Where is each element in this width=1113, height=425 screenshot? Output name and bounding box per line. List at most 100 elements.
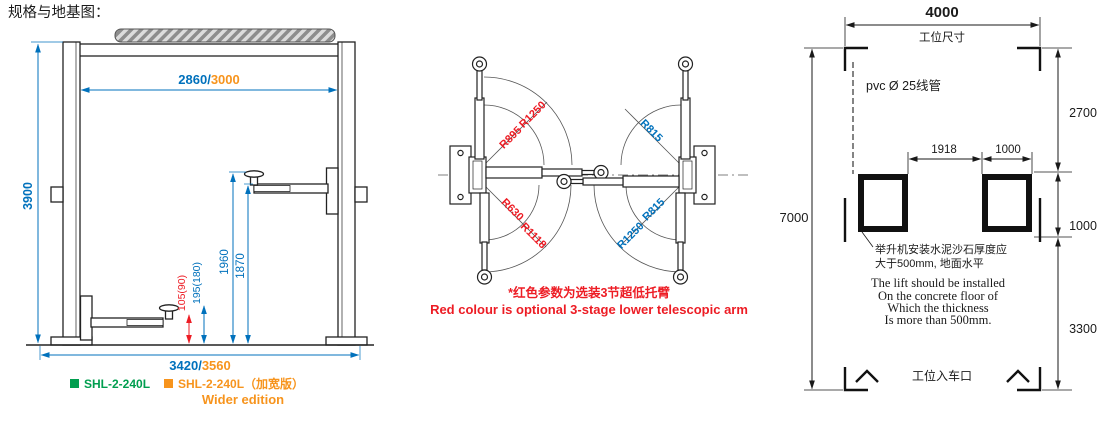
right-arm-inner xyxy=(253,185,291,192)
dim-inner-width-wide: 3000 xyxy=(211,72,240,87)
left-horizontal-arm-outer xyxy=(485,166,543,179)
left-lower-arm-pad-center xyxy=(480,273,489,281)
corner-bottom-left xyxy=(843,367,868,392)
page-title: 规格与地基图： xyxy=(8,4,110,21)
left-column-bolt-bottom xyxy=(457,193,464,201)
right-horizontal-arm-mid xyxy=(582,177,624,186)
left-carriage xyxy=(79,295,93,341)
right-safety-release xyxy=(354,186,368,203)
dim-1000-top-value: 1000 xyxy=(995,144,1021,156)
right-base-plate xyxy=(325,336,368,346)
left-upper-arm-pad-center xyxy=(475,60,484,68)
left-anchor-plate xyxy=(858,174,908,232)
dim-slash: / xyxy=(198,358,202,373)
left-arm-inner xyxy=(126,319,164,326)
right-post xyxy=(337,41,356,346)
dim-3300-value: 3300 xyxy=(1069,322,1097,336)
left-safety-release xyxy=(50,186,64,203)
legend-wide-swatch xyxy=(164,379,173,388)
concrete-note-en-line4: Is more than 500mm. xyxy=(885,313,992,327)
radius-line-upper-right xyxy=(624,108,682,166)
left-column-post-inner xyxy=(472,160,483,190)
right-horizontal-arm-pad-center xyxy=(560,177,568,186)
right-lower-arm-pad-center xyxy=(676,273,685,281)
dim-2700-value: 2700 xyxy=(1069,106,1097,120)
optional-arm-note-cn: *红色参数为选装3节超低托臂 xyxy=(508,285,670,300)
legend-wide-label: SHL-2-240L（加宽版） xyxy=(178,376,304,391)
legend-standard-swatch xyxy=(70,379,79,388)
front-view-dimension-lines xyxy=(31,41,361,360)
right-column-bolt-top xyxy=(701,149,708,157)
station-size-label: 工位尺寸 xyxy=(919,30,965,44)
dim-base-width-standard: 3420 xyxy=(169,358,198,373)
left-arm-pad xyxy=(158,304,180,312)
entrance-label: 工位入车口 xyxy=(912,368,972,383)
concrete-note-en-line3: Which the thickness xyxy=(887,301,988,315)
corner-bottom-right xyxy=(1017,367,1042,392)
radius-label-r815-lower: R815 xyxy=(640,196,667,223)
left-column-bolt-top xyxy=(457,149,464,157)
left-post xyxy=(62,41,81,346)
dim-arm-height-value: 1870 xyxy=(235,253,247,279)
right-upper-arm-inner xyxy=(682,69,689,101)
right-column-post-inner xyxy=(682,160,693,190)
right-upper-arm-outer xyxy=(680,97,691,160)
plan-view: 4000 工位尺寸 pvc Ø 25线管 2700 1918 1000 7000… xyxy=(780,4,1097,392)
right-arm-pad xyxy=(243,170,265,178)
top-view-right-column xyxy=(556,56,716,285)
dim-min-height-optional-value: 105(90) xyxy=(176,275,188,311)
dim-7000-value: 7000 xyxy=(780,210,809,225)
right-lower-arm-inner xyxy=(677,241,684,271)
legend-wide-en-label: Wider edition xyxy=(202,392,284,407)
top-crossbeam xyxy=(78,43,340,57)
concrete-note-leader xyxy=(861,231,874,248)
left-upper-arm-inner xyxy=(476,69,483,101)
dim-4000-value: 4000 xyxy=(925,4,958,21)
concrete-note-cn-line1: 举升机安装水泥沙石厚度应 xyxy=(875,242,1007,256)
radius-label-r630: R630 xyxy=(499,196,526,223)
right-column-bolt-bottom xyxy=(701,193,708,201)
radius-line-upper-left xyxy=(483,101,548,166)
radius-label-r1250-lower: R1250 xyxy=(615,220,646,251)
dim-pad-height-value: 1960 xyxy=(219,249,231,275)
concrete-note-en-line1: The lift should be installed xyxy=(871,276,1006,290)
concrete-note-en-line2: On the concrete floor of xyxy=(878,289,999,303)
dim-slash: / xyxy=(207,72,211,87)
top-view: R895 R1250 R815 R630 R1118 R815 R1250 *红… xyxy=(430,56,750,317)
left-horizontal-arm-pad-center xyxy=(597,168,605,177)
radius-line-lower-left xyxy=(483,184,547,248)
legend-standard-label: SHL-2-240L xyxy=(84,377,150,391)
front-view: 规格与地基图： xyxy=(8,4,374,407)
corner-top-right xyxy=(1017,46,1042,71)
left-horizontal-arm-tip xyxy=(581,169,595,176)
ceiling-pad-bar xyxy=(114,28,336,43)
plan-dimension-lines xyxy=(804,17,1072,391)
radius-label-r1118: R1118 xyxy=(518,221,549,252)
pvc-conduit-label: pvc Ø 25线管 xyxy=(866,78,941,93)
dim-base-width-wide: 3560 xyxy=(202,358,231,373)
dim-total-height-value: 3900 xyxy=(21,182,35,210)
dim-inner-width-standard: 2860 xyxy=(178,72,207,87)
right-anchor-plate xyxy=(982,174,1032,232)
left-lower-arm-inner xyxy=(481,241,488,271)
dim-inner-width-value: 2860/3000 xyxy=(178,72,239,87)
radius-label-r815-upper: R815 xyxy=(638,117,665,144)
dim-base-width-value: 3420/3560 xyxy=(169,358,230,373)
right-horizontal-arm-outer xyxy=(622,175,680,188)
legend: SHL-2-240L SHL-2-240L（加宽版） Wider edition xyxy=(70,376,304,407)
swing-arcs xyxy=(483,76,682,273)
dim-1918-value: 1918 xyxy=(931,144,957,156)
lift-structure xyxy=(26,28,374,346)
entrance-mark-left xyxy=(855,369,879,383)
radius-label-r1250-upper: R1250 xyxy=(517,99,548,130)
left-upper-arm-outer xyxy=(474,97,485,160)
optional-arm-note-en: Red colour is optional 3-stage lower tel… xyxy=(430,302,748,317)
dim-min-height-standard-value: 195(180) xyxy=(191,262,203,304)
left-lower-arm-outer xyxy=(479,192,490,244)
radius-line-lower-right xyxy=(618,184,682,248)
anchor-plates xyxy=(858,174,1032,232)
right-upper-arm-pad-center xyxy=(681,60,690,68)
right-horizontal-arm-tip xyxy=(570,178,584,185)
